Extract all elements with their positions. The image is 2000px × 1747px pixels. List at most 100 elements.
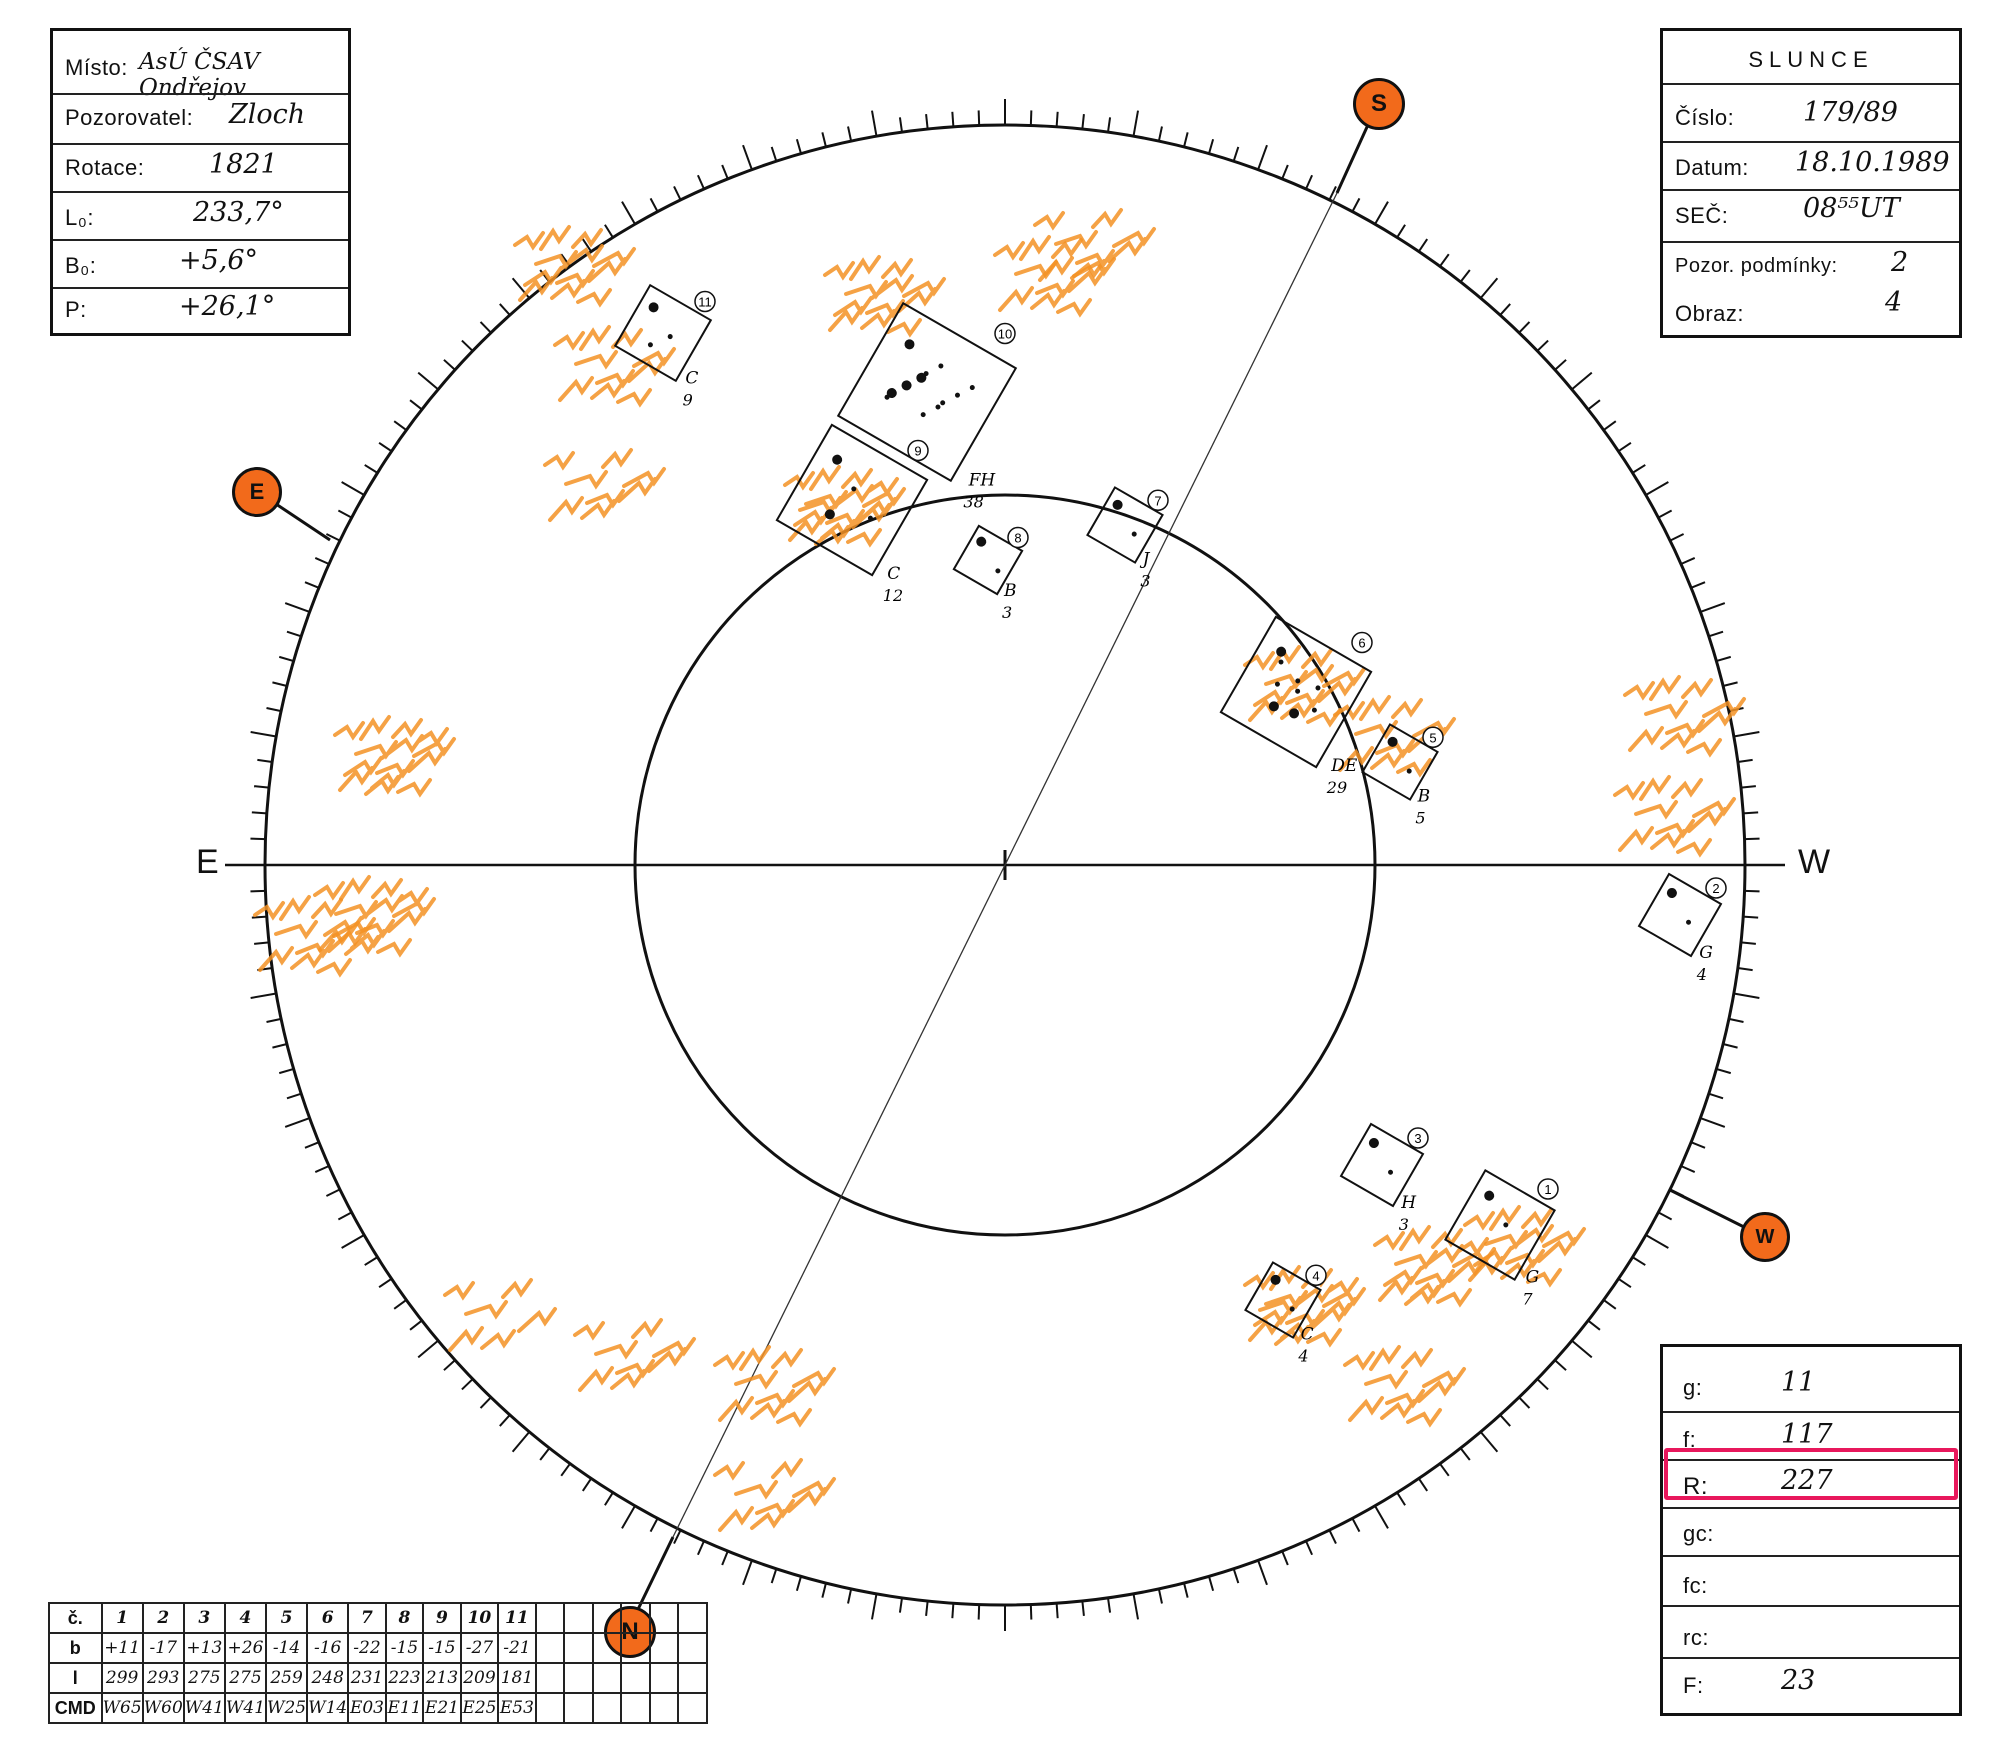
degree-tick bbox=[461, 1378, 474, 1391]
sec-value: 08⁵⁵UT bbox=[1803, 193, 1900, 224]
group-frame bbox=[1443, 1168, 1557, 1282]
misto-value: AsÚ ČSAV Ondřejov bbox=[139, 49, 260, 101]
fc-label: fc: bbox=[1683, 1573, 1708, 1598]
table-cell bbox=[620, 1632, 651, 1664]
degree-tick bbox=[1645, 1234, 1669, 1249]
group-spot-count: 3 bbox=[1399, 1215, 1409, 1234]
table-cell bbox=[648, 1662, 680, 1694]
group-class: FH bbox=[968, 471, 997, 491]
group-frame bbox=[775, 423, 929, 577]
table-cell bbox=[677, 1662, 708, 1694]
group-spot-count: 9 bbox=[683, 390, 693, 409]
degree-tick bbox=[1743, 811, 1759, 815]
pozorovatel-label: Pozorovatel: bbox=[65, 105, 194, 130]
degree-tick bbox=[1700, 1117, 1726, 1128]
degree-tick bbox=[1351, 197, 1361, 213]
group-class: B bbox=[1417, 787, 1431, 807]
table-cell bbox=[648, 1632, 680, 1664]
degree-tick bbox=[898, 1597, 904, 1613]
sunspot bbox=[824, 509, 835, 520]
degree-tick bbox=[1132, 1593, 1139, 1620]
group-number: 6 bbox=[1358, 636, 1365, 651]
table-cell: 293 bbox=[141, 1662, 185, 1694]
sunspot-group-5 bbox=[1361, 723, 1439, 801]
sunspot bbox=[1503, 1222, 1509, 1228]
table-cell: 5 bbox=[265, 1602, 309, 1634]
F-label: F: bbox=[1683, 1673, 1704, 1698]
table-cell: 275 bbox=[223, 1662, 268, 1694]
degree-tick bbox=[378, 1277, 393, 1289]
sunspot bbox=[1406, 768, 1412, 774]
degree-tick bbox=[1690, 581, 1706, 589]
degree-tick bbox=[1571, 1339, 1593, 1359]
degree-tick bbox=[1479, 1431, 1499, 1453]
table-cell bbox=[534, 1662, 566, 1694]
degree-tick bbox=[1281, 164, 1289, 180]
degree-tick bbox=[1587, 1319, 1601, 1331]
degree-tick bbox=[1733, 731, 1760, 738]
group-frame bbox=[613, 283, 713, 383]
table-cell: 8 bbox=[384, 1602, 425, 1634]
rotation-axis bbox=[672, 192, 1338, 1538]
degree-tick bbox=[1708, 1092, 1724, 1100]
facula-patch bbox=[573, 1318, 696, 1392]
slunce-title: SLUNCE bbox=[1748, 47, 1874, 72]
degree-tick bbox=[649, 1517, 659, 1533]
sunspot bbox=[920, 412, 926, 418]
sunspot bbox=[1270, 1274, 1281, 1285]
p-label: P: bbox=[65, 297, 87, 322]
degree-tick bbox=[697, 1540, 705, 1556]
degree-tick bbox=[621, 201, 636, 225]
east-marker: E bbox=[232, 467, 282, 517]
degree-tick bbox=[604, 1492, 614, 1506]
degree-tick bbox=[278, 1068, 294, 1075]
table-cell: W25 bbox=[265, 1692, 309, 1724]
degree-tick-ring bbox=[239, 99, 1771, 1631]
degree-tick bbox=[1055, 111, 1059, 127]
degree-tick bbox=[251, 915, 267, 919]
sunspot-group-6 bbox=[1219, 615, 1373, 769]
degree-tick bbox=[1690, 1141, 1706, 1149]
degree-tick bbox=[1740, 941, 1756, 945]
degree-tick bbox=[1716, 1068, 1732, 1075]
degree-tick bbox=[393, 420, 407, 431]
degree-tick bbox=[257, 758, 273, 764]
table-cell: W14 bbox=[306, 1692, 350, 1724]
degree-tick bbox=[1305, 1540, 1313, 1556]
degree-tick bbox=[1657, 1211, 1673, 1221]
pozorovatel-value: Zloch bbox=[229, 99, 306, 130]
sunspot-group-8 bbox=[952, 524, 1024, 596]
facula-patch bbox=[333, 715, 456, 798]
degree-tick bbox=[1737, 758, 1753, 764]
degree-tick bbox=[1232, 1568, 1240, 1584]
slunce-box: SLUNCE Číslo: 179/89 Datum: 18.10.1989 S… bbox=[1660, 28, 1962, 338]
degree-tick bbox=[1700, 602, 1726, 613]
group-frame bbox=[1637, 872, 1723, 958]
group-spot-count: 4 bbox=[1696, 965, 1707, 984]
degree-tick bbox=[250, 889, 266, 893]
podminky-label: Pozor. podmínky: bbox=[1675, 255, 1838, 277]
group-frame bbox=[952, 524, 1024, 596]
sunspot bbox=[1686, 919, 1692, 925]
table-cell: W65 bbox=[100, 1692, 144, 1724]
degree-tick bbox=[673, 185, 682, 201]
degree-tick bbox=[742, 144, 753, 170]
degree-tick bbox=[272, 1043, 288, 1049]
degree-tick bbox=[337, 509, 353, 519]
F-value: 23 bbox=[1781, 1665, 1816, 1696]
degree-tick bbox=[1571, 371, 1593, 391]
obraz-label: Obraz: bbox=[1675, 301, 1745, 326]
degree-tick bbox=[1157, 1588, 1163, 1604]
group-number-badge: 1 bbox=[1537, 1178, 1559, 1200]
table-cell: +13 bbox=[182, 1632, 226, 1664]
row-label: b bbox=[48, 1632, 103, 1664]
table-cell bbox=[620, 1692, 651, 1724]
group-spot-count: 3 bbox=[1140, 572, 1150, 591]
sunspot bbox=[1311, 707, 1317, 713]
degree-tick bbox=[254, 785, 270, 789]
table-cell bbox=[591, 1602, 623, 1634]
degree-tick bbox=[443, 359, 456, 371]
datum-value: 18.10.1989 bbox=[1795, 147, 1950, 178]
rc-label: rc: bbox=[1683, 1625, 1709, 1650]
